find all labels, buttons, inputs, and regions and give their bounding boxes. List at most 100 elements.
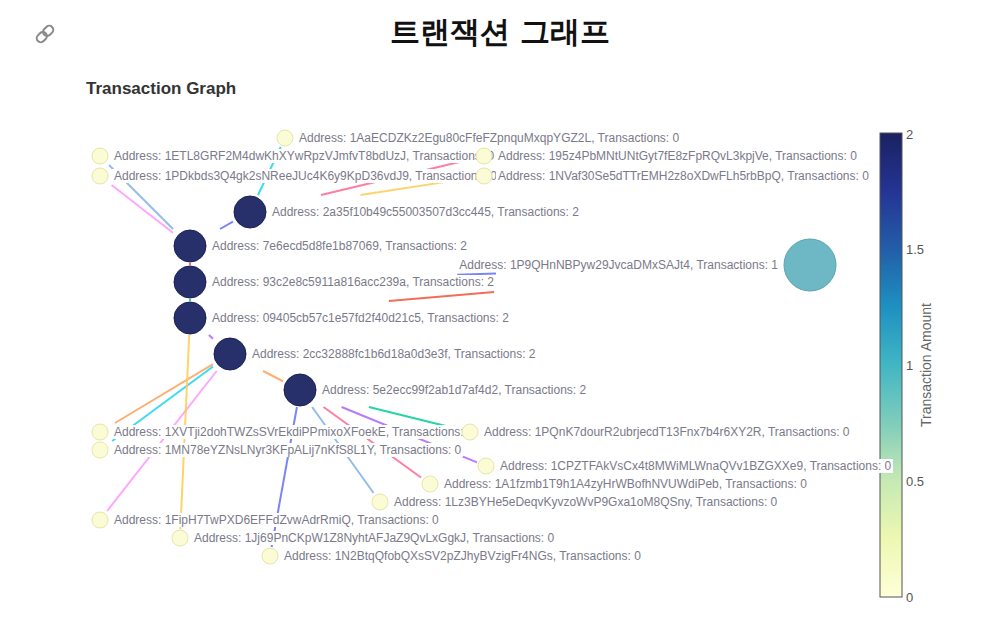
page-title: 트랜잭션 그래프 [0,12,1000,53]
address-label: Address: 1N2BtqQfobQXsSV2pZJhyBVzigFr4NG… [282,549,643,563]
address-node: Address: 1NVaf30Se5dTTrEMH2z8oXDwFLh5rbB… [475,167,871,185]
address-node: Address: 1PQnK7dourR2ubrjecdT13Fnx7b4r6X… [461,423,852,441]
node-circle [92,148,108,164]
address-node: Address: 2a35f10b49c55003507d3cc445, Tra… [233,195,581,229]
tick-label: 0.5 [906,474,924,489]
node-circle [174,302,206,334]
transaction-edge [209,335,213,339]
tick-label: 1 [906,358,913,373]
address-label: Address: 1P9QHnNBPyw29JvcaDMxSAJt4, Tran… [457,258,780,272]
address-node: Address: 195z4PbMNtUNtGyt7fE8zFpRQvL3kpj… [475,147,859,165]
node-circle [372,494,388,510]
tick-label: 0 [906,590,913,605]
address-node: Address: 1ETL8GRF2M4dwKhXYwRpzVJmfvT8bdU… [91,147,496,165]
address-node: Address: 1N2BtqQfobQXsSV2pZJhyBVzigFr4NG… [261,547,643,565]
node-marker [171,529,189,547]
address-label: Address: 1NVaf30Se5dTTrEMH2z8oXDwFLh5rbB… [496,169,871,183]
node-circle [92,512,108,528]
address-node: Address: 1FipH7TwPXD6EFFdZvwAdrRmiQ, Tra… [91,511,441,529]
address-label: Address: 5e2ecc99f2ab1d7af4d2, Transacti… [320,383,588,397]
colorbar [880,133,902,597]
node-marker [475,147,493,165]
node-circle [92,424,108,440]
address-node: Address: 93c2e8c5911a816acc239a, Transac… [173,265,496,299]
chart-title: Transaction Graph [86,79,236,99]
address-node: Address: 5e2ecc99f2ab1d7af4d2, Transacti… [283,373,588,407]
address-label: Address: 1A1fzmb1T9h1A4zyHrWBofhNVUWdiPe… [442,477,809,491]
node-circle [476,168,492,184]
node-marker [783,238,837,292]
node-circle [92,168,108,184]
address-label: Address: 2cc32888fc1b6d18a0d3e3f, Transa… [250,347,538,361]
address-node: Address: 7e6ecd5d8fe1b87069, Transaction… [173,229,469,263]
node-circle [784,239,836,291]
node-marker [91,147,109,165]
address-node: Address: 1XVTji2dohTWZsSVrEkdiPPmixoXFoe… [91,423,476,441]
transaction-edge [112,185,173,233]
node-circle [172,530,188,546]
node-circle [284,374,316,406]
node-marker [91,167,109,185]
address-node: Address: 1MN78eYZNsLNyr3KFpALij7nKfS8L1Y… [91,441,463,459]
transaction-edge [220,222,233,229]
axis-title: Transaction Amount [918,303,934,427]
address-node: Address: 1CPZTFAkVsCx4t8MWiMLWnaQVv1BZGX… [477,457,893,475]
transaction-edge [189,263,191,265]
address-label: Address: 1PQnK7dourR2ubrjecdT13Fnx7b4r6X… [482,425,852,439]
node-circle [476,148,492,164]
node-marker [173,265,207,299]
node-marker [475,167,493,185]
address-label: Address: 09405cb57c1e57fd2f40d21c5, Tran… [210,311,511,325]
transaction-edge [107,371,217,511]
address-label: Address: 93c2e8c5911a816acc239a, Transac… [210,275,496,289]
node-marker [173,229,207,263]
node-marker [276,129,294,147]
address-label: Address: 1Jj69PnCKpW1Z8NyhtAFJaZ9QvLxGgk… [192,531,556,545]
address-node: Address: 1Jj69PnCKpW1Z8NyhtAFJaZ9QvLxGgk… [171,529,556,547]
tick-label: 1.5 [906,242,924,257]
node-marker [477,457,495,475]
address-label: Address: 1PDkbds3Q4gk2sNReeJUc4K6y9KpD36… [112,169,499,183]
address-label: Address: 1MN78eYZNsLNyr3KFpALij7nKfS8L1Y… [112,443,463,457]
address-label: Address: 1FipH7TwPXD6EFFdZvwAdrRmiQ, Tra… [112,513,441,527]
transaction-edge [189,299,191,301]
node-marker [91,423,109,441]
node-marker [233,195,267,229]
transaction-edge [263,371,283,381]
node-circle [422,476,438,492]
node-circle [262,548,278,564]
address-label: Address: 1XVTji2dohTWZsSVrEkdiPPmixoXFoe… [112,425,476,439]
node-marker [173,301,207,335]
address-label: Address: 1CPZTFAkVsCx4t8MWiMLWnaQVv1BZGX… [498,459,893,473]
address-node: Address: 1P9QHnNBPyw29JvcaDMxSAJt4, Tran… [457,238,837,292]
node-circle [92,442,108,458]
address-node: Address: 1AaECDZKz2Egu80cFfeFZpnquMxqpYG… [276,129,681,147]
node-marker [461,423,479,441]
address-node: Address: 1Lz3BYHe5eDeqvKyvzoWvP9Gxa1oM8Q… [371,493,779,511]
address-node: Address: 2cc32888fc1b6d18a0d3e3f, Transa… [213,337,538,371]
node-circle [478,458,494,474]
tick-label: 2 [906,127,913,142]
address-node: Address: 09405cb57c1e57fd2f40d21c5, Tran… [173,301,511,335]
node-circle [462,424,478,440]
node-circle [277,130,293,146]
node-circle [174,230,206,262]
address-label: Address: 2a35f10b49c55003507d3cc445, Tra… [270,205,581,219]
address-label: Address: 1ETL8GRF2M4dwKhXYwRpzVJmfvT8bdU… [112,149,496,163]
address-label: Address: 1AaECDZKz2Egu80cFfeFZpnquMxqpYG… [297,131,681,145]
link-icon [35,24,55,44]
address-label: Address: 7e6ecd5d8fe1b87069, Transaction… [210,239,469,253]
node-marker [421,475,439,493]
transaction-edge [389,292,494,301]
node-marker [213,337,247,371]
node-circle [174,266,206,298]
node-marker [91,511,109,529]
node-marker [283,373,317,407]
address-label: Address: 1Lz3BYHe5eDeqvKyvzoWvP9Gxa1oM8Q… [392,495,779,509]
address-label: Address: 195z4PbMNtUNtGyt7fE8zFpRQvL3kpj… [496,149,859,163]
node-marker [371,493,389,511]
address-node: Address: 1A1fzmb1T9h1A4zyHrWBofhNVUWdiPe… [421,475,809,493]
node-marker [261,547,279,565]
node-circle [234,196,266,228]
